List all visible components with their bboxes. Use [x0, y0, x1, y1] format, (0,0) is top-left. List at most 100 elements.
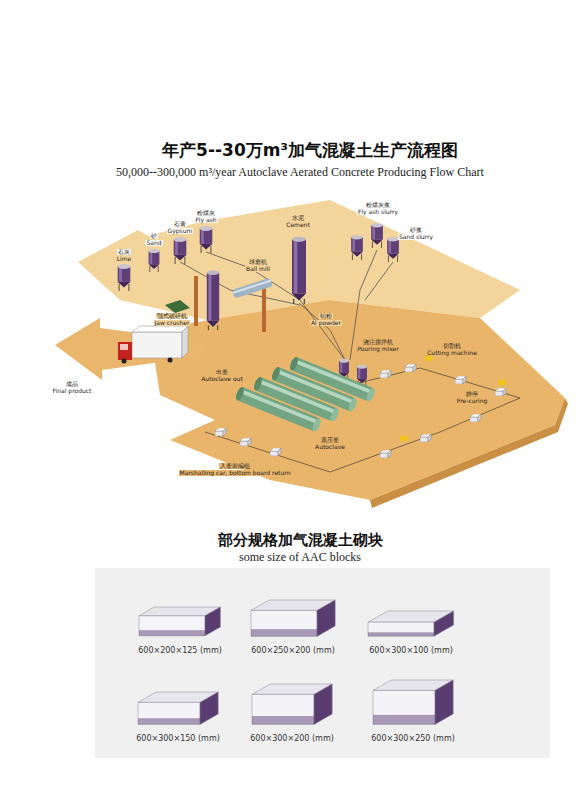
pipe	[299, 303, 345, 360]
green-block	[215, 428, 226, 436]
ball-mill	[232, 278, 273, 299]
part-label: 粉煤灰浆	[365, 202, 391, 208]
block-end	[314, 684, 332, 724]
block-drawing	[366, 609, 456, 638]
block-shade	[368, 632, 434, 636]
block-shade	[373, 714, 435, 724]
part-label: 铝粉	[319, 313, 333, 319]
part-label: Marshalling car, bottom board return	[179, 470, 292, 476]
yellow-machine	[400, 436, 408, 441]
green-block	[455, 376, 466, 384]
part-label: Gypsum	[167, 228, 194, 234]
part-label: 出釜	[215, 369, 229, 375]
part-label: Cement	[285, 222, 311, 228]
ground-edge	[370, 398, 568, 508]
gypsum-silo	[174, 237, 187, 264]
block-drawing	[249, 598, 337, 638]
size-caption: 600×300×100 (mm)	[369, 646, 453, 655]
part-label: Sand	[145, 240, 162, 246]
truck	[118, 326, 188, 364]
block-sample: 600×300×150 (mm)	[123, 668, 233, 745]
green-block	[495, 388, 506, 396]
part-label: Autoclave out	[200, 376, 244, 382]
part-label: Cutting machine	[426, 350, 478, 356]
green-block	[270, 448, 281, 456]
ground-lower	[150, 300, 565, 500]
part-label: 入釜前编组	[219, 463, 251, 469]
yellow-machine	[425, 356, 433, 361]
part-label: Fly ash slurry	[357, 209, 399, 215]
slurry-tank	[387, 237, 399, 262]
block-front	[373, 690, 435, 724]
part-label: 石膏	[173, 221, 187, 227]
part-label: Pouring mixer	[356, 346, 400, 352]
block-end	[205, 607, 220, 636]
green-block	[405, 364, 416, 372]
block-shade	[251, 629, 317, 636]
pipe	[365, 262, 393, 300]
block-front	[251, 610, 317, 636]
part-label: Autoclave	[314, 444, 346, 450]
block-sample: 600×300×200 (mm)	[237, 668, 347, 745]
chart-subtitle: 50,000--300,000 m³/year Autoclave Aerate…	[116, 165, 484, 180]
conveyor-line	[205, 368, 520, 472]
block-front	[368, 622, 434, 636]
block-end	[317, 600, 335, 636]
size-caption: 600×200×125 (mm)	[138, 646, 222, 655]
ground-arrow	[55, 318, 205, 380]
block-shade	[138, 718, 200, 724]
size-caption: 600×250×200 (mm)	[251, 646, 335, 655]
chart-title: 年产5--30万m³加气混凝土生产流程图	[162, 139, 458, 162]
block-drawing	[137, 605, 222, 638]
part-label: 砂	[150, 233, 158, 239]
size-caption: 600×300×200 (mm)	[250, 734, 334, 743]
part-label: 浇注搅拌机	[362, 339, 394, 345]
part-label: 颚式破碎机	[156, 313, 188, 319]
block-front	[139, 616, 205, 636]
autoclave	[234, 386, 322, 433]
block-end	[435, 680, 453, 724]
part-label: 蒸压釜	[320, 437, 340, 443]
size-caption: 600×300×250 (mm)	[371, 734, 455, 743]
blocks-panel	[95, 568, 550, 758]
part-label: 切割机	[442, 343, 462, 349]
part-label: Lime	[116, 256, 133, 262]
green-block	[240, 438, 251, 446]
part-label: Jaw crusher	[154, 320, 191, 326]
part-label: 石灰	[117, 249, 131, 255]
part-label: Sand slurry	[398, 234, 434, 240]
block-sample: 600×300×250 (mm)	[358, 668, 468, 745]
size-caption: 600×300×150 (mm)	[136, 734, 220, 743]
block-shade	[139, 630, 205, 636]
part-label: Fly ash	[194, 217, 217, 223]
block-sample: 600×250×200 (mm)	[238, 580, 348, 657]
cement-tower	[292, 237, 306, 304]
block-front	[138, 702, 200, 724]
part-label: Ball mill	[245, 266, 271, 272]
yellow-machine	[498, 380, 506, 385]
part-label: 静停	[465, 391, 479, 397]
green-block	[380, 450, 391, 458]
green-block	[470, 414, 481, 422]
block-drawing	[250, 682, 334, 726]
part-label: Pre-curing	[456, 398, 489, 404]
block-end	[200, 692, 218, 724]
slurry-tank	[351, 235, 363, 260]
block-sample: 600×300×100 (mm)	[356, 580, 466, 657]
block-shade	[252, 716, 314, 724]
part-label: 球磨机	[248, 259, 268, 265]
section-subtitle: some size of AAC blocks	[239, 550, 361, 565]
block-drawing	[371, 678, 455, 726]
lime-silo	[118, 264, 131, 291]
flyash-silo	[200, 226, 213, 253]
part-label: 砂浆	[409, 227, 423, 233]
block-front	[252, 694, 314, 724]
section-heading: 部分规格加气混凝土砌块	[218, 531, 383, 550]
block-drawing	[136, 690, 220, 726]
storage-tower	[207, 270, 219, 330]
slurry-tank	[371, 223, 383, 248]
part-label: Final product	[52, 388, 93, 394]
block-sample: 600×200×125 (mm)	[125, 580, 235, 657]
part-label: Al powder	[310, 320, 342, 326]
part-label: 水泥	[291, 215, 305, 221]
